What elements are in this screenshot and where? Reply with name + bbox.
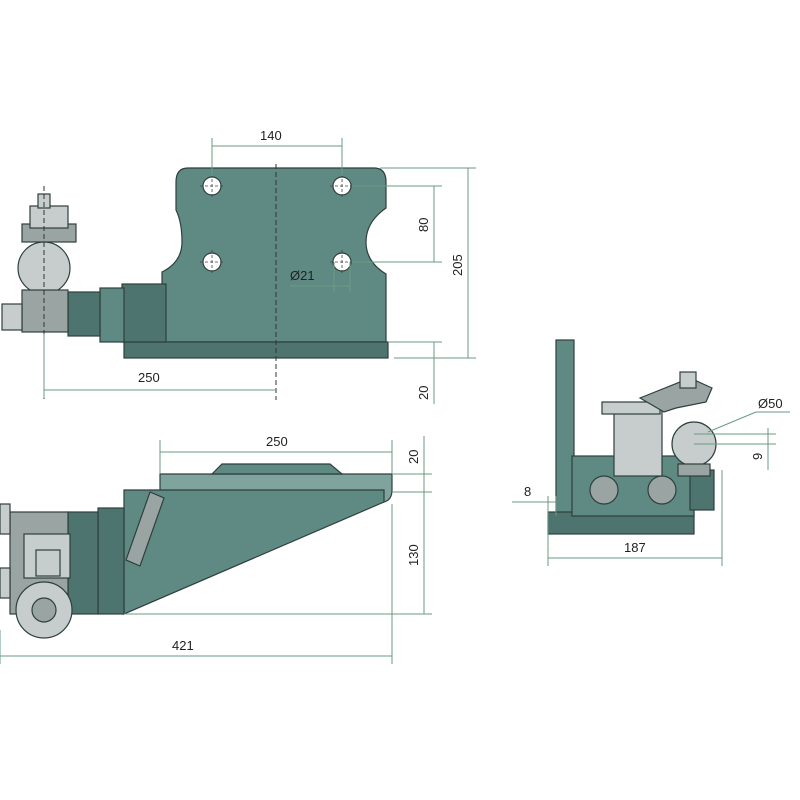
side-view-stud-left-2	[0, 567, 11, 599]
end-view-ball-neck	[677, 463, 711, 477]
side-view-stud-left	[0, 503, 11, 535]
end-view: Ø50 9 8 187	[512, 339, 790, 566]
dim-hole-diameter: Ø21	[290, 268, 315, 283]
end-view-bolt-right	[647, 475, 677, 505]
end-view-jaw-body	[613, 403, 663, 477]
top-view-coupling-flange	[99, 287, 125, 343]
top-view-hex-nut	[21, 289, 69, 333]
side-view-diagonal-pin	[125, 491, 165, 567]
side-view-plate-boss	[210, 463, 344, 475]
side-view-jaw-bracket	[35, 549, 61, 577]
top-view-coupling-block	[121, 283, 167, 343]
dim-plate-thickness-top: 20	[416, 386, 431, 400]
top-view-stud-left	[1, 303, 23, 331]
dim-plate-width: 250	[266, 434, 288, 449]
dim-hole-spacing-vertical: 80	[416, 218, 431, 232]
dim-drop-height: 130	[406, 544, 421, 566]
end-view-bolt-left	[589, 475, 619, 505]
side-view-tapered-body	[123, 489, 385, 615]
dim-plate-offset: 8	[524, 484, 531, 499]
end-view-side-flange	[689, 469, 715, 511]
top-view-coupling-neck	[67, 291, 101, 337]
top-view-jaw-top	[29, 205, 69, 229]
side-view-coupling-neck	[67, 511, 99, 615]
dim-hole-spacing-horizontal: 140	[260, 128, 282, 143]
end-view-mounting-plate	[555, 339, 575, 517]
side-view: 250 20 130 421	[0, 434, 432, 664]
top-view-mounting-plate	[161, 167, 387, 343]
dim-ball-diameter: Ø50	[758, 396, 783, 411]
side-view-coupling-block	[97, 507, 125, 615]
dim-plate-height: 205	[450, 254, 465, 276]
dim-overall-width: 187	[624, 540, 646, 555]
side-view-ball-nut	[31, 597, 57, 623]
dim-ball-offset: 9	[750, 453, 765, 460]
top-view-base-flange	[123, 341, 389, 359]
dim-plate-thickness-side: 20	[406, 450, 421, 464]
dim-offset-to-centre: 250	[138, 370, 160, 385]
top-view: 140 80 Ø21 205 250 20	[1, 128, 476, 404]
end-view-lever-knob	[679, 371, 697, 389]
dim-overall-length: 421	[172, 638, 194, 653]
